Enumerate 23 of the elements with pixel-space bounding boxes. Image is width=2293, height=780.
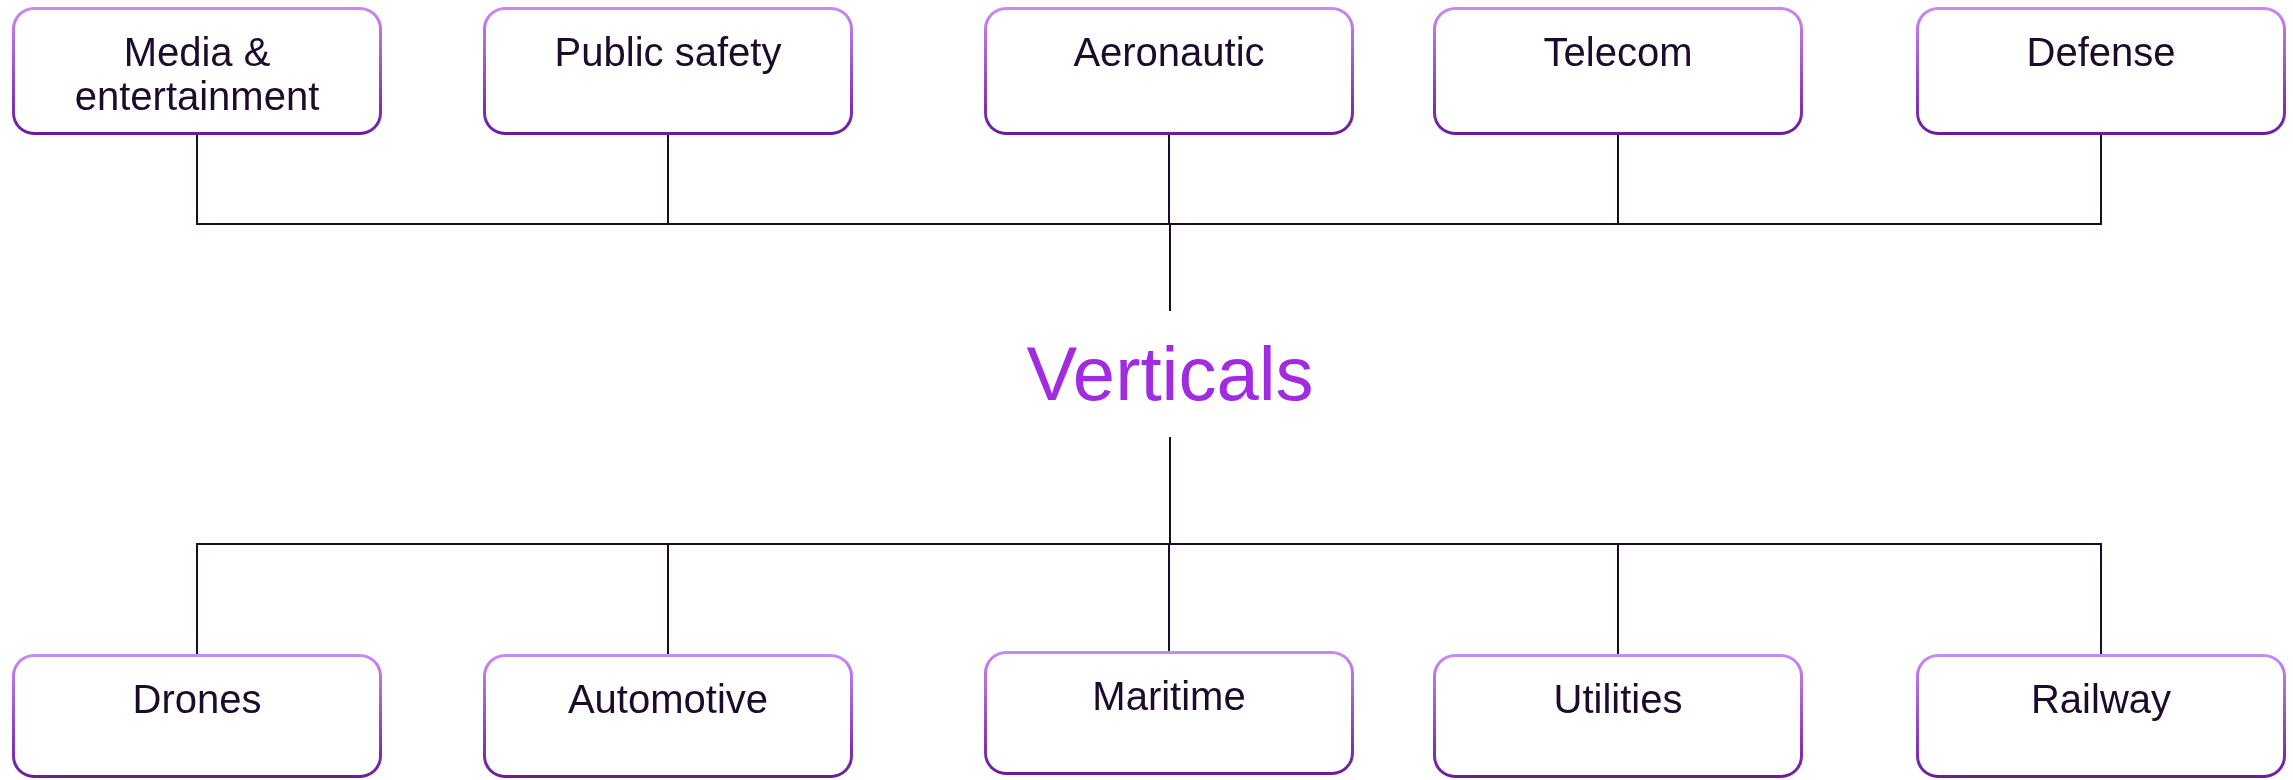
box-label: Verticals xyxy=(1026,330,1314,418)
box-label: Telecom xyxy=(1543,30,1693,74)
category-box xyxy=(1916,7,2286,135)
category-box xyxy=(1916,654,2286,778)
box-label: Automotive xyxy=(567,677,769,721)
category-box xyxy=(984,7,1354,135)
box-label: Drones xyxy=(132,677,262,721)
box-label: Media & entertainment xyxy=(73,30,321,118)
category-box xyxy=(12,654,382,778)
connector-line xyxy=(1169,134,2102,312)
box-label: Railway xyxy=(2030,677,2171,721)
connector-line xyxy=(1169,436,2102,655)
category-box xyxy=(1433,7,1803,135)
box-label: Defense xyxy=(2026,30,2176,74)
category-box xyxy=(984,651,1354,775)
box-label: Utilities xyxy=(1553,677,1683,721)
box-label: Aeronautic xyxy=(1073,30,1265,74)
category-box xyxy=(483,654,853,778)
box-label: Public safety xyxy=(554,30,782,74)
category-box xyxy=(1433,654,1803,778)
category-box xyxy=(483,7,853,135)
box-label: Maritime xyxy=(1092,674,1246,718)
category-box xyxy=(12,7,382,135)
